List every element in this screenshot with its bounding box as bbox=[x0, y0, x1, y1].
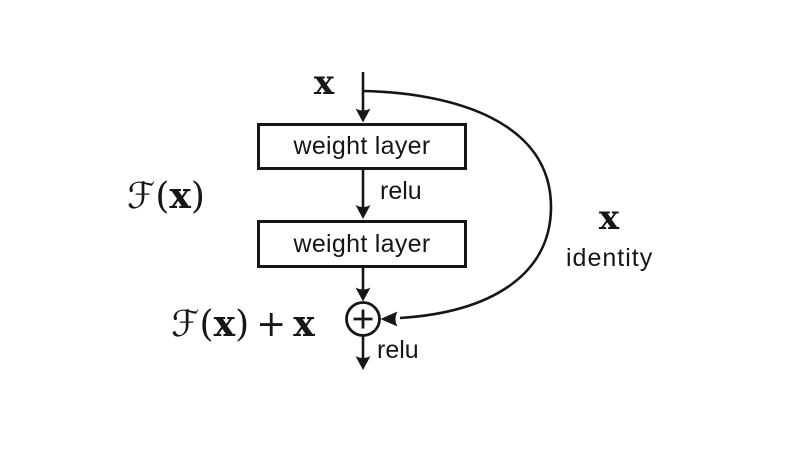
rparen: ) bbox=[235, 304, 250, 345]
weight-layer-label: weight layer bbox=[293, 132, 431, 160]
lparen: ( bbox=[155, 176, 170, 217]
mid-relu-arrowhead bbox=[355, 205, 371, 219]
skip-arrowhead bbox=[380, 311, 398, 327]
weight-layer-box-bottom: weight layer bbox=[257, 220, 467, 268]
connector-lines bbox=[361, 72, 553, 359]
output-arrowhead bbox=[355, 356, 371, 370]
relu-mid-label: relu bbox=[380, 177, 422, 205]
input-x-label: x bbox=[313, 63, 335, 103]
rparen: ) bbox=[190, 176, 205, 217]
lparen: ( bbox=[199, 304, 214, 345]
script-f: ℱ bbox=[171, 304, 200, 345]
weight-layer-label: weight layer bbox=[293, 229, 431, 258]
plus-sign: + bbox=[256, 304, 287, 345]
script-f: ℱ bbox=[127, 176, 156, 217]
identity-label: identity bbox=[566, 244, 654, 272]
skip-x-label: x bbox=[598, 198, 620, 238]
f-of-x-label: ℱ(x) bbox=[127, 175, 205, 217]
math-x: x bbox=[169, 175, 191, 217]
f-of-x-plus-x-label: ℱ(x)+x bbox=[171, 303, 315, 345]
plus-icon bbox=[353, 309, 373, 329]
relu-out-label: relu bbox=[377, 336, 419, 364]
weight-layer-box-top: weight layer bbox=[257, 123, 467, 170]
input-arrowhead bbox=[355, 108, 371, 123]
math-x: x bbox=[213, 303, 236, 345]
skip-connection-curve bbox=[362, 89, 553, 320]
arrowheads bbox=[355, 108, 398, 370]
math-x: x bbox=[293, 303, 315, 345]
pre-add-arrowhead bbox=[355, 287, 371, 302]
